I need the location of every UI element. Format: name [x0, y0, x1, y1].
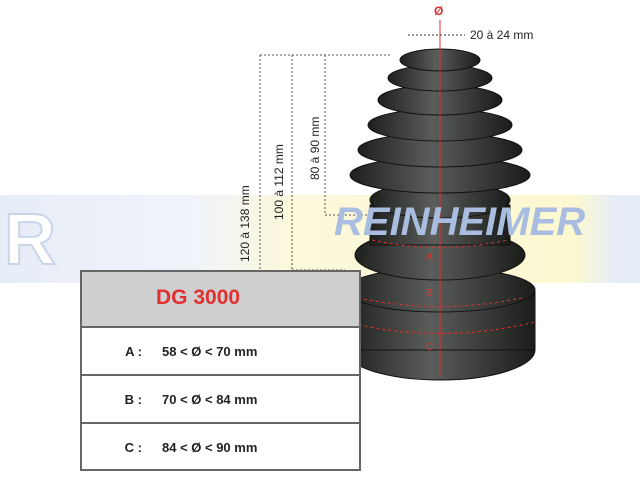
- watermark-band: [0, 195, 640, 283]
- height-label-1: 120 à 138 mm: [238, 185, 252, 262]
- table-row: A : 58 < Ø < 70 mm: [82, 328, 359, 376]
- diameter-symbol: Ø: [434, 4, 444, 18]
- height-label-2: 100 à 112 mm: [272, 144, 286, 220]
- size-range: 58 < Ø < 70 mm: [162, 343, 258, 359]
- top-diameter-label: 20 à 24 mm: [470, 28, 534, 42]
- product-code: DG 3000: [156, 286, 241, 309]
- size-key: A :: [125, 343, 142, 359]
- size-key: B :: [124, 391, 142, 407]
- size-range: 70 < Ø < 84 mm: [162, 391, 258, 407]
- size-range: 84 < Ø < 90 mm: [162, 439, 258, 455]
- boot-label-b: B: [426, 288, 433, 299]
- size-table: DG 3000 A : 58 < Ø < 70 mm B : 70 < Ø < 84…: [80, 270, 361, 471]
- measure-marks: [346, 20, 536, 375]
- boot-label-a: A: [426, 252, 433, 263]
- watermark-brand: REINHEIMER: [334, 200, 586, 244]
- boot-label-c: C: [426, 342, 434, 353]
- table-header: DG 3000: [82, 272, 359, 328]
- table-row: B : 70 < Ø < 84 mm: [82, 376, 359, 424]
- watermark-letter: R: [3, 199, 57, 281]
- table-row: C : 84 < Ø < 90 mm: [82, 424, 359, 470]
- height-label-3: 80 à 90 mm: [308, 116, 322, 180]
- size-key: C :: [124, 439, 142, 455]
